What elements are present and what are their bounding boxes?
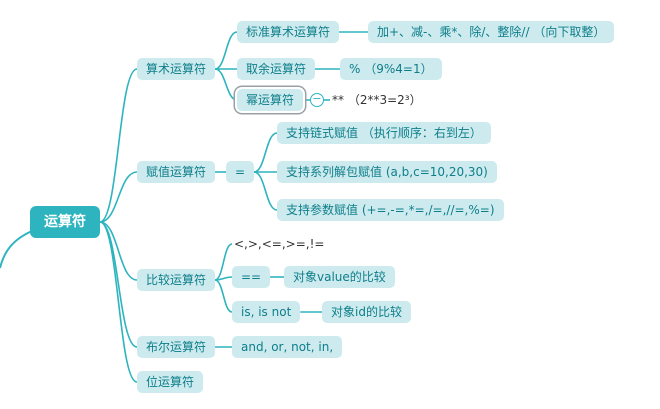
node-comparison-operators[interactable]: 比较运算符: [137, 269, 216, 291]
node-boolean-operators[interactable]: 布尔运算符: [137, 336, 216, 358]
connector-edge: [214, 68, 238, 101]
connector-edge: [99, 68, 138, 223]
connector-edge: [99, 221, 138, 383]
connector-edge: [99, 221, 138, 281]
connector-edge: [253, 171, 278, 211]
connector-edge: [253, 132, 278, 173]
node-standard-arithmetic[interactable]: 标准算术运算符: [237, 21, 340, 43]
node-double-equals[interactable]: ==: [232, 266, 271, 288]
node-bitwise-operators[interactable]: 位运算符: [137, 371, 204, 393]
node-modulo-operator[interactable]: 取余运算符: [237, 58, 316, 80]
node-assignment-operators[interactable]: 赋值运算符: [137, 161, 216, 183]
root-node-operators[interactable]: 运算符: [30, 206, 100, 238]
node-augmented-assignment[interactable]: 支持参数赋值 (+=,-=,*=,/=,//=,%=): [277, 199, 504, 221]
connector-edge: [215, 276, 233, 281]
node-value-comparison[interactable]: 对象value的比较: [284, 266, 395, 288]
node-power-example[interactable]: ** （2**3=2³）: [332, 93, 422, 107]
node-boolean-list[interactable]: and, or, not, in,: [232, 336, 343, 358]
connector-edge: [99, 171, 138, 223]
connector-edge: [214, 243, 233, 281]
offscreen-branch-curve: [0, 230, 33, 269]
node-chained-assignment[interactable]: 支持链式赋值 （执行顺序：右到左）: [277, 122, 491, 144]
collapse-toggle-icon[interactable]: −: [310, 93, 324, 107]
node-is-operators[interactable]: is, is not: [232, 301, 301, 323]
node-standard-arithmetic-detail[interactable]: 加+、减-、乘*、除/、整除// （向下取整）: [368, 21, 615, 43]
connector-edge: [214, 31, 238, 70]
node-equals-sign[interactable]: =: [226, 161, 255, 183]
node-id-comparison[interactable]: 对象id的比较: [322, 301, 411, 323]
connector-edge: [99, 221, 138, 348]
node-power-operator[interactable]: 幂运算符: [237, 89, 304, 111]
connector-edge: [214, 279, 233, 313]
node-unpack-assignment[interactable]: 支持系列解包赋值 (a,b,c=10,20,30): [277, 161, 497, 183]
node-arithmetic-operators[interactable]: 算术运算符: [137, 58, 216, 80]
node-comparison-symbols[interactable]: <,>,<=,>=,!=: [234, 237, 325, 251]
node-modulo-example[interactable]: % （9%4=1）: [340, 58, 442, 80]
